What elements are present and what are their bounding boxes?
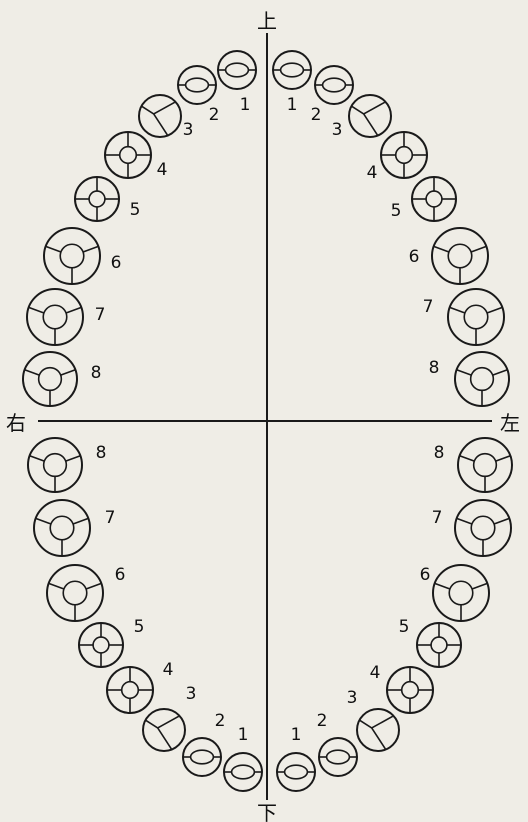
tooth-lower-right-1: 1	[224, 725, 262, 791]
label-top: 上	[257, 9, 277, 33]
tooth-number-upper-left-4: 4	[367, 163, 378, 183]
tooth-number-upper-left-2: 2	[311, 105, 322, 125]
tooth-number-lower-right-1: 1	[238, 725, 249, 745]
tooth-lower-left-7: 7	[432, 500, 511, 556]
tooth-upper-right-2: 2	[178, 66, 219, 125]
tooth-number-upper-right-7: 7	[95, 305, 106, 325]
tooth-upper-left-6: 6	[409, 228, 488, 284]
tooth-number-lower-left-2: 2	[317, 711, 328, 731]
tooth-lower-right-3: 3	[143, 684, 196, 751]
tooth-number-upper-right-1: 1	[240, 95, 251, 115]
tooth-upper-left-1: 1	[273, 51, 311, 115]
tooth-number-lower-left-4: 4	[370, 663, 381, 683]
tooth-lower-right-6: 6	[47, 565, 125, 621]
tooth-number-lower-right-2: 2	[215, 711, 226, 731]
tooth-lower-right-2: 2	[183, 711, 225, 776]
tooth-number-lower-right-6: 6	[115, 565, 126, 585]
label-left-side: 左	[500, 411, 520, 435]
tooth-number-lower-right-3: 3	[186, 684, 197, 704]
tooth-number-lower-right-7: 7	[105, 508, 116, 528]
tooth-number-upper-left-3: 3	[332, 120, 343, 140]
tooth-lower-left-8: 8	[434, 438, 512, 492]
tooth-lower-right-5: 5	[79, 617, 144, 667]
tooth-upper-left-4: 4	[367, 132, 427, 183]
tooth-upper-right-7: 7	[27, 289, 105, 345]
tooth-upper-right-4: 4	[105, 132, 167, 180]
tooth-number-lower-left-1: 1	[291, 725, 302, 745]
tooth-upper-right-5: 5	[75, 177, 140, 221]
tooth-lower-right-4: 4	[107, 660, 173, 713]
tooth-number-lower-left-6: 6	[420, 565, 431, 585]
tooth-upper-left-7: 7	[423, 289, 504, 345]
tooth-number-lower-left-5: 5	[399, 617, 410, 637]
tooth-upper-right-8: 8	[23, 352, 101, 406]
tooth-number-lower-right-8: 8	[96, 443, 107, 463]
tooth-upper-left-3: 3	[332, 95, 391, 140]
tooth-lower-left-2: 2	[317, 711, 357, 776]
label-bottom: 下	[257, 801, 277, 822]
tooth-upper-right-3: 3	[139, 95, 193, 140]
label-right-side: 右	[6, 411, 26, 435]
tooth-upper-left-5: 5	[391, 177, 456, 221]
tooth-lower-right-8: 8	[28, 438, 106, 492]
tooth-number-upper-right-5: 5	[130, 200, 141, 220]
tooth-upper-right-1: 1	[218, 51, 256, 115]
tooth-number-upper-left-1: 1	[287, 95, 298, 115]
tooth-lower-left-4: 4	[370, 663, 433, 713]
tooth-upper-left-2: 2	[311, 66, 353, 125]
tooth-number-lower-right-5: 5	[134, 617, 145, 637]
tooth-lower-left-3: 3	[347, 688, 399, 751]
tooth-lower-left-5: 5	[399, 617, 461, 667]
tooth-number-upper-right-6: 6	[111, 253, 122, 273]
tooth-number-upper-left-7: 7	[423, 297, 434, 317]
tooth-number-upper-right-3: 3	[183, 120, 194, 140]
tooth-lower-left-1: 1	[277, 725, 315, 791]
tooth-number-lower-left-7: 7	[432, 508, 443, 528]
tooth-number-upper-right-4: 4	[157, 160, 168, 180]
tooth-upper-right-6: 6	[44, 228, 121, 284]
tooth-number-lower-right-4: 4	[163, 660, 174, 680]
tooth-lower-right-7: 7	[34, 500, 115, 556]
tooth-number-lower-left-3: 3	[347, 688, 358, 708]
tooth-number-upper-right-8: 8	[91, 363, 102, 383]
tooth-lower-left-6: 6	[420, 565, 489, 621]
tooth-number-upper-left-5: 5	[391, 201, 402, 221]
tooth-number-upper-left-8: 8	[429, 358, 440, 378]
tooth-number-upper-right-2: 2	[209, 105, 220, 125]
tooth-number-upper-left-6: 6	[409, 247, 420, 267]
tooth-number-lower-left-8: 8	[434, 443, 445, 463]
tooth-upper-left-8: 8	[429, 352, 509, 406]
